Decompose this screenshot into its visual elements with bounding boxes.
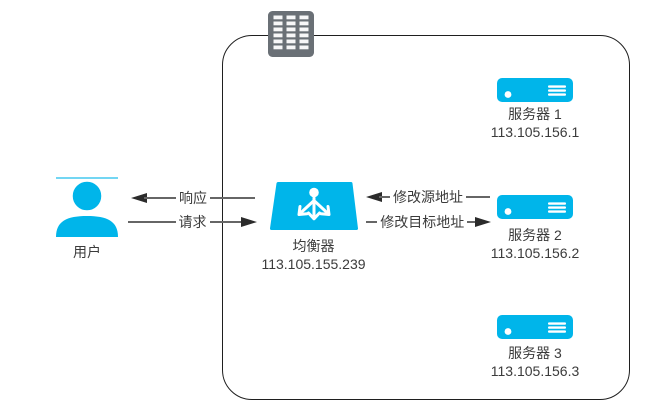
arrowhead-right-icon — [241, 217, 257, 227]
load-balancer-node — [270, 182, 358, 235]
arrow-modify-source-label: 修改源地址 — [390, 187, 466, 207]
server-icon — [497, 195, 573, 223]
server-ip: 113.105.156.1 — [490, 124, 580, 140]
server-node-3 — [497, 315, 573, 344]
server-node-1 — [497, 78, 573, 107]
server-icon — [497, 315, 573, 343]
arrow-modify-target-label: 修改目标地址 — [377, 212, 468, 232]
arrowhead-left-icon — [131, 193, 147, 203]
arrow-modify-source: 修改源地址 — [366, 187, 490, 207]
server-caption-2: 服务器 2 113.105.156.2 — [480, 226, 590, 262]
user-label: 用户 — [73, 244, 101, 260]
network-boundary-box — [222, 35, 630, 400]
load-balancer-ip: 113.105.155.239 — [261, 256, 366, 272]
user-icon — [55, 177, 119, 243]
server-caption-3: 服务器 3 113.105.156.3 — [480, 344, 590, 380]
server-ip: 113.105.156.2 — [490, 245, 580, 261]
load-balancer-caption: 均衡器 113.105.155.239 — [243, 237, 384, 273]
server-label: 服务器 3 — [508, 345, 562, 361]
load-balancer-label: 均衡器 — [292, 238, 335, 254]
server-label: 服务器 1 — [508, 106, 562, 122]
arrowhead-left-icon — [366, 192, 382, 202]
server-icon — [497, 78, 573, 106]
arrow-modify-target: 修改目标地址 — [366, 212, 491, 232]
server-label: 服务器 2 — [508, 227, 562, 243]
arrow-request: 请求 — [128, 212, 257, 232]
arrowhead-right-icon — [475, 217, 491, 227]
server-caption-1: 服务器 1 113.105.156.1 — [480, 105, 590, 141]
datacenter-building-icon — [268, 11, 314, 62]
arrow-response: 响应 — [131, 188, 255, 208]
server-ip: 113.105.156.3 — [490, 363, 580, 379]
arrow-response-label: 响应 — [176, 188, 210, 208]
user-node — [55, 175, 119, 244]
arrow-request-label: 请求 — [175, 212, 210, 232]
load-balancer-icon — [270, 182, 358, 234]
server-node-2 — [497, 195, 573, 224]
